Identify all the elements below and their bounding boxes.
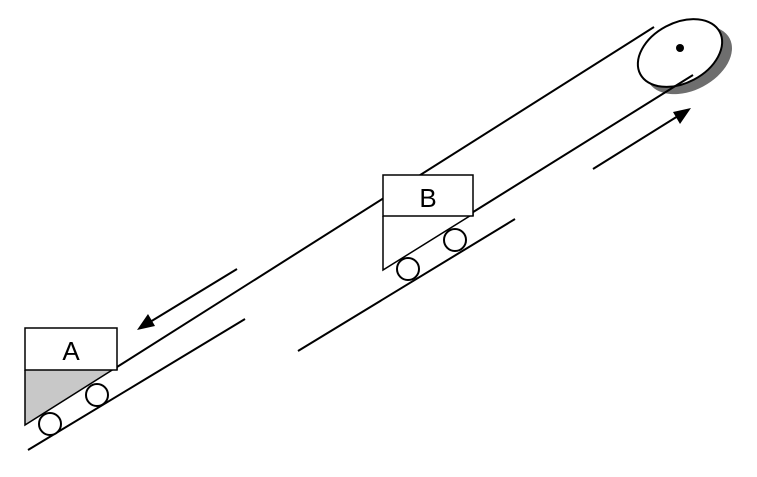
cart-a-wheel-rear (38, 412, 62, 436)
pulley-wheel (636, 18, 724, 88)
cart-a-label-box (24, 327, 118, 371)
cart-b-label: B (419, 183, 436, 213)
cart-a-wheel-front (85, 383, 109, 407)
cart-a-label: A (62, 336, 80, 366)
rope-lower (469, 74, 694, 215)
incline-track-b (297, 218, 516, 352)
cart-a: A (24, 327, 118, 436)
motion-arrow-a (137, 268, 238, 330)
motion-arrow-b (592, 108, 691, 170)
cart-b: B (382, 174, 474, 281)
cart-b-wheel-rear (396, 257, 420, 281)
cart-b-label-box (382, 174, 474, 217)
incline-track-a (27, 318, 246, 451)
pulley-axle (676, 44, 684, 52)
cart-b-wheel-front (443, 228, 467, 252)
